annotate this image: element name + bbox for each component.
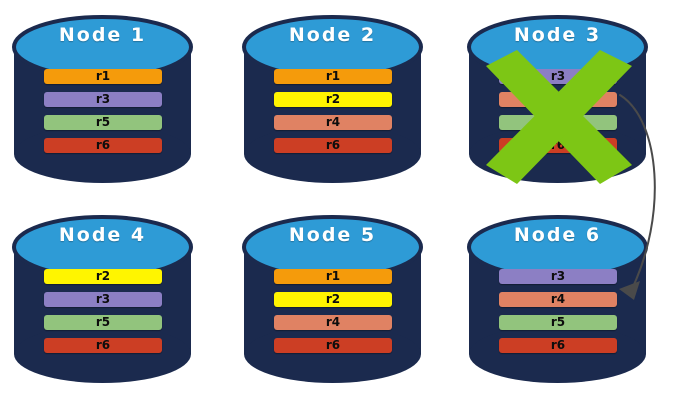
replica-bar[interactable]: r6 [499,138,617,153]
replica-bar[interactable]: r4 [274,115,392,130]
node-cylinder-2[interactable]: Node 2 r1 r2 r4 r6 [240,8,425,193]
replica-bar-label: r4 [550,92,566,106]
replica-bar-list: r1 r2 r4 r6 [274,69,392,161]
replica-bar-label: r2 [325,92,341,106]
replica-bar-label: r3 [550,269,566,283]
replica-bar[interactable]: r6 [499,338,617,353]
replica-bar-label: r1 [95,69,111,83]
node-cylinder-1[interactable]: Node 1 r1 r3 r5 r6 [10,8,195,193]
replica-bar[interactable]: r4 [499,92,617,107]
replica-bar[interactable]: r1 [274,69,392,84]
replica-bar-label: r5 [95,315,111,329]
replica-bar[interactable]: r3 [44,292,162,307]
replica-bar-label: r4 [325,315,341,329]
replica-bar[interactable]: r3 [44,92,162,107]
replica-bar-label: r5 [550,315,566,329]
replica-bar-list: r3 r4 r5 r6 [499,269,617,361]
replica-bar[interactable]: r6 [44,138,162,153]
replica-bar-list: r1 r2 r4 r6 [274,269,392,361]
replica-bar-label: r3 [95,292,111,306]
replica-bar-label: r5 [95,115,111,129]
replica-bar-label: r1 [325,69,341,83]
replica-bar-label: r6 [325,338,341,352]
replica-bar-label: r4 [550,292,566,306]
replica-bar[interactable]: r6 [274,338,392,353]
replica-bar-label: r6 [550,138,566,152]
node-cylinder-3[interactable]: Node 3 r3 r4 r5 r6 [465,8,650,193]
replica-bar-label: r4 [325,115,341,129]
replica-bar-label: r3 [95,92,111,106]
replica-bar[interactable]: r1 [274,269,392,284]
node-cylinder-5[interactable]: Node 5 r1 r2 r4 r6 [240,208,425,393]
replica-bar-label: r5 [550,115,566,129]
replica-bar-label: r1 [325,269,341,283]
replica-bar[interactable]: r5 [44,115,162,130]
replica-bar-label: r6 [95,338,111,352]
replica-bar[interactable]: r1 [44,69,162,84]
replica-bar-list: r1 r3 r5 r6 [44,69,162,161]
replica-bar-label: r2 [95,269,111,283]
node-cylinder-6[interactable]: Node 6 r3 r4 r5 r6 [465,208,650,393]
replica-bar-label: r3 [550,69,566,83]
replica-bar[interactable]: r5 [499,315,617,330]
replica-bar-label: r6 [95,138,111,152]
replica-bar-label: r6 [550,338,566,352]
replica-bar[interactable]: r6 [44,338,162,353]
replica-bar-list: r2 r3 r5 r6 [44,269,162,361]
replica-bar-list: r3 r4 r5 r6 [499,69,617,161]
replica-bar[interactable]: r5 [44,315,162,330]
node-cylinder-4[interactable]: Node 4 r2 r3 r5 r6 [10,208,195,393]
replica-bar-label: r2 [325,292,341,306]
replica-bar[interactable]: r6 [274,138,392,153]
replica-bar[interactable]: r2 [44,269,162,284]
replica-bar[interactable]: r5 [499,115,617,130]
replica-bar[interactable]: r4 [499,292,617,307]
replica-bar[interactable]: r4 [274,315,392,330]
replica-bar[interactable]: r2 [274,92,392,107]
replica-bar[interactable]: r3 [499,269,617,284]
replica-bar-label: r6 [325,138,341,152]
replica-bar[interactable]: r3 [499,69,617,84]
replica-bar[interactable]: r2 [274,292,392,307]
